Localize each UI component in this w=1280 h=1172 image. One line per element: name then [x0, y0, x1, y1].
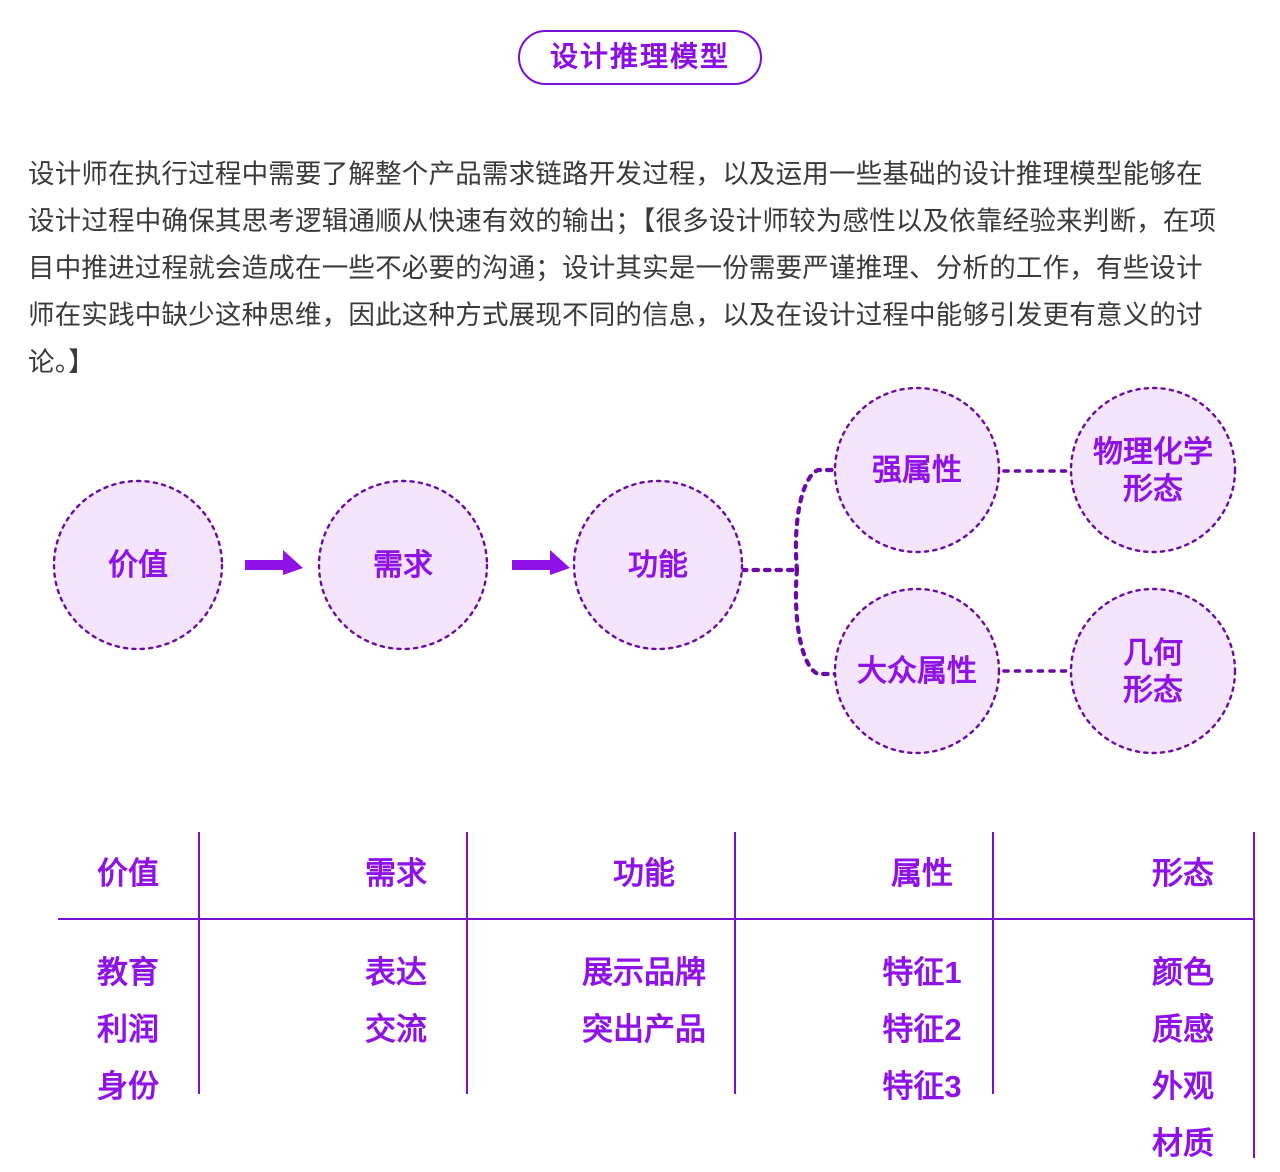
- matrix-header-function: 功能: [554, 854, 734, 894]
- matrix-cell: 展示品牌: [582, 955, 706, 990]
- node-need[interactable]: [317, 479, 489, 651]
- matrix-divider-1: [198, 832, 201, 1094]
- matrix-cell: 表达: [365, 955, 427, 990]
- node-physicochemical-form-label-line2: 形态: [1123, 473, 1183, 506]
- matrix-cell: 材质: [1152, 1126, 1214, 1161]
- title-bar: 设计推理模型: [0, 30, 1280, 85]
- node-geometric-form[interactable]: [1069, 587, 1237, 755]
- matrix-header-label: 功能: [613, 856, 675, 891]
- matrix-cell: 特征2: [882, 1012, 962, 1047]
- page-title: 设计推理模型: [517, 30, 762, 85]
- matrix-header-rule: [58, 918, 1254, 921]
- node-function[interactable]: [572, 479, 744, 651]
- node-geometric-form-label-line1: 几何: [1123, 637, 1183, 670]
- matrix-header-need: 需求: [326, 854, 466, 894]
- matrix-divider-4: [992, 832, 995, 1094]
- matrix-divider-3: [734, 832, 737, 1094]
- reasoning-diagram: 价值 需求 功能 强属性 大众属性 物理化学 形态 几何 形态: [0, 378, 1280, 768]
- matrix-cells-form: 颜色 质感 外观 材质: [1113, 944, 1253, 1172]
- matrix-header-form: 形态: [1113, 854, 1253, 894]
- matrix-cell: 特征3: [882, 1069, 962, 1104]
- matrix-divider-2: [466, 832, 469, 1094]
- node-value[interactable]: [52, 479, 224, 651]
- matrix-cell: 质感: [1152, 1012, 1214, 1047]
- node-mass-attribute[interactable]: [833, 587, 1001, 755]
- node-need-label: 需求: [373, 549, 433, 582]
- matrix-cell: 身份: [97, 1069, 159, 1104]
- matrix-cell: 颜色: [1152, 955, 1214, 990]
- matrix-header-value: 价值: [58, 854, 198, 894]
- matrix-header-label: 价值: [97, 856, 159, 891]
- matrix-cells-attribute: 特征1 特征2 特征3: [852, 944, 992, 1115]
- matrix-cell: 利润: [97, 1012, 159, 1047]
- node-function-label: 功能: [628, 549, 688, 582]
- matrix-header-label: 形态: [1152, 856, 1214, 891]
- arrow-right-icon: [512, 550, 570, 575]
- matrix-divider-5: [1253, 832, 1256, 1158]
- matrix-cells-value: 教育 利润 身份: [58, 944, 198, 1115]
- matrix-cells-function: 展示品牌 突出产品: [554, 944, 734, 1058]
- node-strong-attribute[interactable]: [833, 386, 1001, 554]
- matrix-header-label: 需求: [365, 856, 427, 891]
- node-physicochemical-form-label-line1: 物理化学: [1093, 435, 1213, 469]
- node-mass-attribute-label: 大众属性: [857, 655, 977, 688]
- matrix-cell: 特征1: [882, 955, 962, 990]
- matrix-cell: 外观: [1152, 1069, 1214, 1104]
- matrix-header-attribute: 属性: [852, 854, 992, 894]
- matrix-cell: 教育: [97, 955, 159, 990]
- intro-paragraph: 设计师在执行过程中需要了解整个产品需求链路开发过程，以及运用一些基础的设计推理模…: [28, 158, 1217, 377]
- node-value-label: 价值: [108, 549, 168, 582]
- node-strong-attribute-label: 强属性: [872, 454, 962, 487]
- matrix-header-label: 属性: [891, 856, 953, 891]
- matrix-cell: 突出产品: [582, 1012, 706, 1047]
- arrow-right-icon: [245, 550, 303, 575]
- node-physicochemical-form[interactable]: [1069, 386, 1237, 554]
- connector-branch-up: [793, 467, 837, 573]
- matrix-cell: 交流: [365, 1012, 427, 1047]
- connector-branch-down: [793, 567, 839, 677]
- node-geometric-form-label-line2: 形态: [1123, 674, 1183, 707]
- matrix-cells-need: 表达 交流: [326, 944, 466, 1058]
